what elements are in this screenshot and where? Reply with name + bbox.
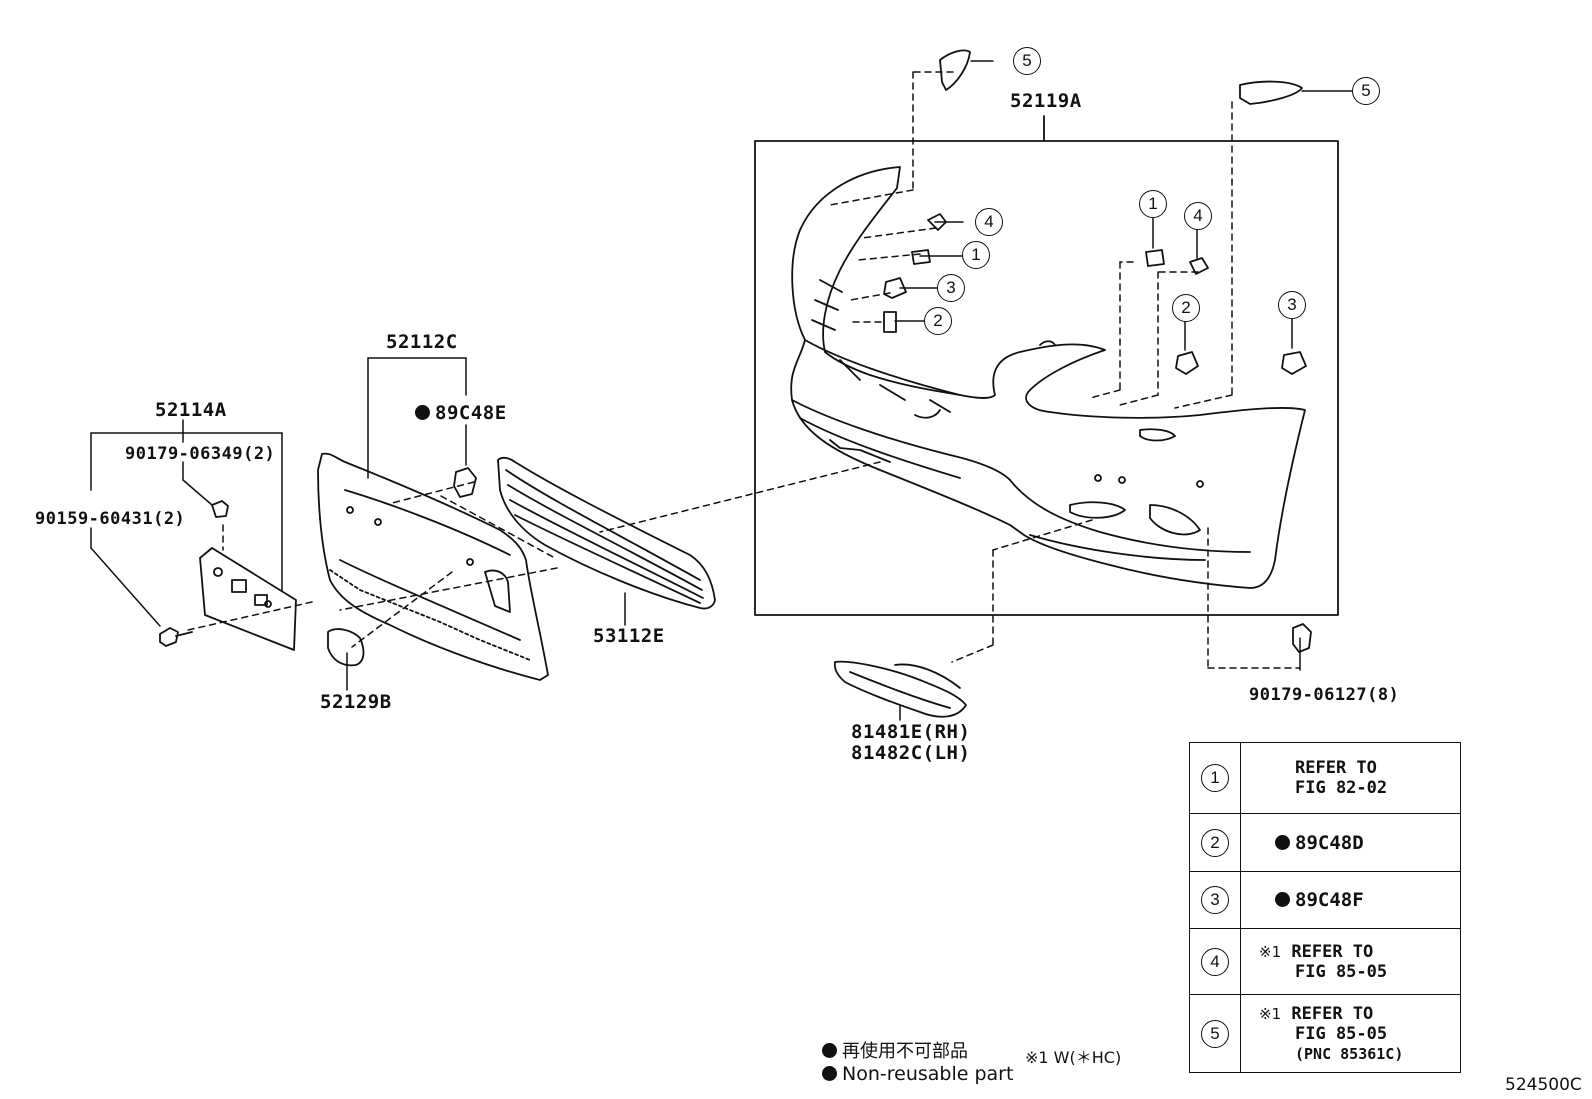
row-3-part: 89C48F	[1275, 890, 1494, 910]
callout-52114A: 52114A	[155, 399, 227, 421]
marker-3-left: 3	[937, 274, 965, 302]
callout-90159-60431: 90159-60431(2)	[35, 509, 186, 529]
clip-3-left-icon	[883, 277, 907, 299]
table-row: 3 89C48F	[1189, 871, 1461, 929]
bumper-assembly-box	[754, 140, 1339, 616]
dashed-leaders	[187, 71, 1301, 669]
retainer-4-right-icon	[1189, 257, 1209, 275]
row-5-line-2: FIG 85-05	[1295, 1023, 1388, 1044]
callout-52119A: 52119A	[1010, 90, 1082, 112]
callout-81482C: 81482C(LH)	[851, 742, 971, 764]
non-reusable-bullet-icon	[822, 1043, 837, 1058]
callout-52112C: 52112C	[386, 331, 458, 353]
clip-1-right-icon	[1145, 249, 1165, 267]
marker-4-right: 4	[1184, 202, 1212, 230]
marker-5-left: 5	[1013, 47, 1041, 75]
callout-89C48E: 89C48E	[415, 404, 507, 423]
row-4-line-1: ※1 REFER TO	[1259, 941, 1374, 962]
row-1-line-1: REFER TO	[1295, 758, 1377, 778]
callout-90179-06349: 90179-06349(2)	[125, 444, 276, 464]
callout-52129B: 52129B	[320, 691, 392, 713]
table-row: 4 ※1 REFER TO FIG 85-05	[1189, 928, 1461, 995]
non-reusable-bullet-icon	[415, 405, 430, 420]
reference-table: 1 REFER TO FIG 82-02 2 89C48D 3 89C48F 4…	[1189, 742, 1461, 1073]
non-reusable-bullet-icon	[1275, 834, 1290, 850]
table-row: 2 89C48D	[1189, 813, 1461, 872]
non-reusable-note-en: Non-reusable part	[822, 1063, 1013, 1085]
license-bracket-icon	[199, 547, 297, 651]
marker-4: 4	[1201, 947, 1229, 976]
grille-frame-icon	[317, 452, 549, 681]
bumper-cover-icon	[790, 166, 1306, 589]
clip-89C48E-icon	[453, 467, 477, 498]
non-reusable-bullet-icon	[822, 1066, 837, 1081]
marker-1: 1	[1201, 764, 1229, 792]
marker-5-right: 5	[1352, 77, 1380, 105]
figure-code: 524500C	[1505, 1075, 1582, 1095]
marker-3-right: 3	[1278, 291, 1306, 319]
footnote-1: ※1 W(＊HC)	[1025, 1048, 1122, 1067]
non-reusable-bullet-icon	[1275, 892, 1290, 907]
callout-90179-06127: 90179-06127(8)	[1249, 685, 1400, 705]
marker-1-left: 1	[962, 241, 990, 269]
marker-1-right: 1	[1139, 190, 1167, 218]
marker-5: 5	[1201, 1019, 1229, 1048]
nut-90179-06127-icon	[1292, 623, 1312, 653]
row-4-line-2: FIG 85-05	[1295, 961, 1388, 982]
callout-81481E: 81481E(RH)	[851, 721, 971, 743]
bracket-right-icon	[1239, 80, 1303, 105]
marker-4-left: 4	[975, 208, 1003, 236]
clip-2-left-icon	[883, 311, 897, 333]
fog-bezel-icon	[833, 660, 967, 718]
clip-1-left-icon	[911, 249, 931, 265]
non-reusable-note-jp: 再使用不可部品	[822, 1037, 968, 1063]
tow-cover-icon	[327, 628, 365, 667]
screw-90159-icon	[159, 627, 193, 647]
clip-90179-06349-icon	[211, 500, 229, 518]
marker-2: 2	[1201, 828, 1229, 857]
row-1-line-2: FIG 82-02	[1295, 778, 1388, 798]
row-2-part: 89C48D	[1275, 833, 1494, 853]
solid-leaders	[90, 60, 1354, 721]
callout-53112E: 53112E	[593, 625, 665, 647]
retainer-4-left-icon	[927, 213, 947, 231]
marker-2-left: 2	[924, 307, 952, 335]
table-row: 1 REFER TO FIG 82-02	[1189, 742, 1461, 814]
grille-mesh-icon	[497, 456, 716, 610]
clip-3-right-icon	[1281, 351, 1307, 375]
table-row: 5 ※1 REFER TO FIG 85-05 (PNC 85361C)	[1189, 994, 1461, 1073]
row-5-line-3: (PNC 85361C)	[1295, 1044, 1404, 1063]
marker-2-right: 2	[1172, 294, 1200, 322]
bracket-left-icon	[939, 49, 971, 91]
row-5-line-1: ※1 REFER TO	[1259, 1003, 1374, 1024]
clip-2-right-icon	[1175, 351, 1199, 375]
marker-3: 3	[1201, 886, 1229, 914]
